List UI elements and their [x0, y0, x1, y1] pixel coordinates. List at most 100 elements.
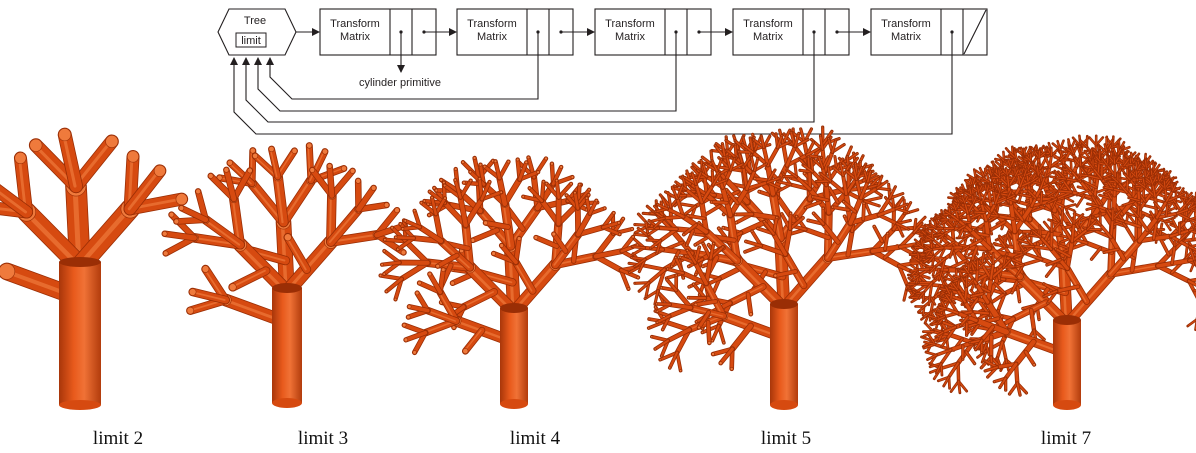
branch — [499, 243, 518, 265]
branch-end-cap — [355, 178, 361, 184]
trunk-base — [59, 400, 101, 410]
branch-end-cap — [925, 234, 927, 237]
branch-end-cap — [975, 169, 977, 172]
branch-end-cap — [976, 220, 979, 223]
branch-end-cap — [827, 165, 830, 168]
branch-end-cap — [916, 251, 919, 254]
branch-end-cap — [402, 323, 407, 328]
branch-end-cap — [724, 139, 728, 142]
branch-end-cap — [744, 240, 748, 243]
branch-end-cap — [685, 243, 689, 247]
branch — [679, 203, 697, 208]
branch-end-cap — [909, 201, 912, 204]
branch-end-cap — [859, 160, 862, 163]
branch-end-cap — [852, 151, 855, 155]
branch-end-cap — [1088, 136, 1091, 139]
branch-highlight — [514, 261, 533, 292]
branch-end-cap — [382, 272, 386, 276]
branch — [729, 323, 754, 352]
trunk-top — [59, 257, 101, 267]
branch-end-cap — [722, 341, 726, 345]
branch — [573, 191, 580, 210]
tree-rendering — [378, 155, 643, 409]
branch-highlight — [203, 218, 241, 246]
branch-end-cap — [1056, 148, 1059, 151]
branch — [638, 281, 650, 292]
branch — [725, 188, 739, 205]
branch-end-cap — [1012, 158, 1015, 160]
branch-end-cap — [393, 297, 398, 301]
branch-end-cap — [252, 152, 259, 159]
branch-end-cap — [573, 191, 577, 195]
branch-highlight — [728, 286, 763, 304]
branch-end-cap — [922, 314, 924, 316]
branch — [831, 138, 837, 153]
branch — [753, 157, 759, 172]
branch-end-cap — [932, 274, 934, 277]
branch-end-cap — [957, 188, 960, 191]
branch-end-cap — [837, 137, 841, 140]
branch-end-cap — [1035, 144, 1037, 147]
branch-end-cap — [1042, 146, 1045, 149]
branch-end-cap — [717, 156, 720, 159]
branch-end-cap — [603, 206, 607, 210]
branch — [646, 227, 660, 230]
branch-end-cap — [383, 202, 390, 208]
branch — [576, 225, 606, 237]
branch-end-cap — [649, 247, 652, 250]
branch-end-cap — [1011, 165, 1014, 168]
branch-end-cap — [990, 176, 993, 179]
transform-label: Transform — [605, 18, 655, 30]
branch-highlight — [307, 144, 311, 182]
branch — [637, 227, 649, 237]
branch-end-cap — [1102, 136, 1104, 139]
branch-end-cap — [577, 183, 582, 187]
branch-end-cap — [922, 261, 925, 264]
branch-end-cap — [524, 160, 529, 165]
branch-end-cap — [806, 218, 810, 222]
branch-end-cap — [913, 246, 915, 249]
branch-end-cap — [737, 150, 740, 153]
branch-end-cap — [655, 199, 658, 202]
branch-end-cap — [247, 167, 253, 174]
branch-end-cap — [846, 155, 849, 158]
branch-end-cap — [775, 216, 779, 219]
branch-end-cap — [691, 162, 695, 165]
branch-end-cap — [856, 152, 859, 155]
branch-end-cap — [550, 161, 554, 166]
branch — [776, 141, 791, 149]
branch-end-cap — [829, 136, 833, 139]
branch-end-cap — [752, 138, 755, 141]
branch-end-cap — [478, 162, 483, 167]
branch-end-cap — [1119, 137, 1122, 140]
branch-end-cap — [417, 280, 422, 286]
branch — [413, 209, 422, 229]
branch-end-cap — [817, 147, 820, 150]
branch-end-cap — [970, 239, 973, 241]
branch-end-cap — [1116, 143, 1119, 145]
branch-end-cap — [1025, 146, 1027, 149]
branch-end-cap — [660, 354, 664, 358]
branch-end-cap — [651, 209, 654, 213]
branch-end-cap — [721, 245, 725, 249]
branch-highlight — [62, 133, 77, 188]
branch — [433, 211, 444, 244]
branch-end-cap — [493, 159, 498, 164]
branch-end-cap — [810, 157, 813, 160]
branch-end-cap — [1072, 200, 1074, 203]
branch-end-cap — [920, 318, 923, 321]
branch-end-cap — [1017, 193, 1020, 196]
branch-end-cap — [778, 129, 781, 132]
branch-end-cap — [544, 156, 548, 161]
branch — [535, 198, 571, 211]
limit-param-box — [235, 32, 267, 48]
trunk-top — [770, 299, 798, 309]
branch-end-cap — [920, 229, 923, 232]
branch-end-cap — [633, 233, 636, 236]
branch-end-cap — [948, 216, 951, 218]
branch-end-cap — [468, 170, 473, 174]
branch — [326, 191, 336, 246]
branch-end-cap — [555, 179, 559, 183]
branch-end-cap — [1071, 184, 1074, 187]
